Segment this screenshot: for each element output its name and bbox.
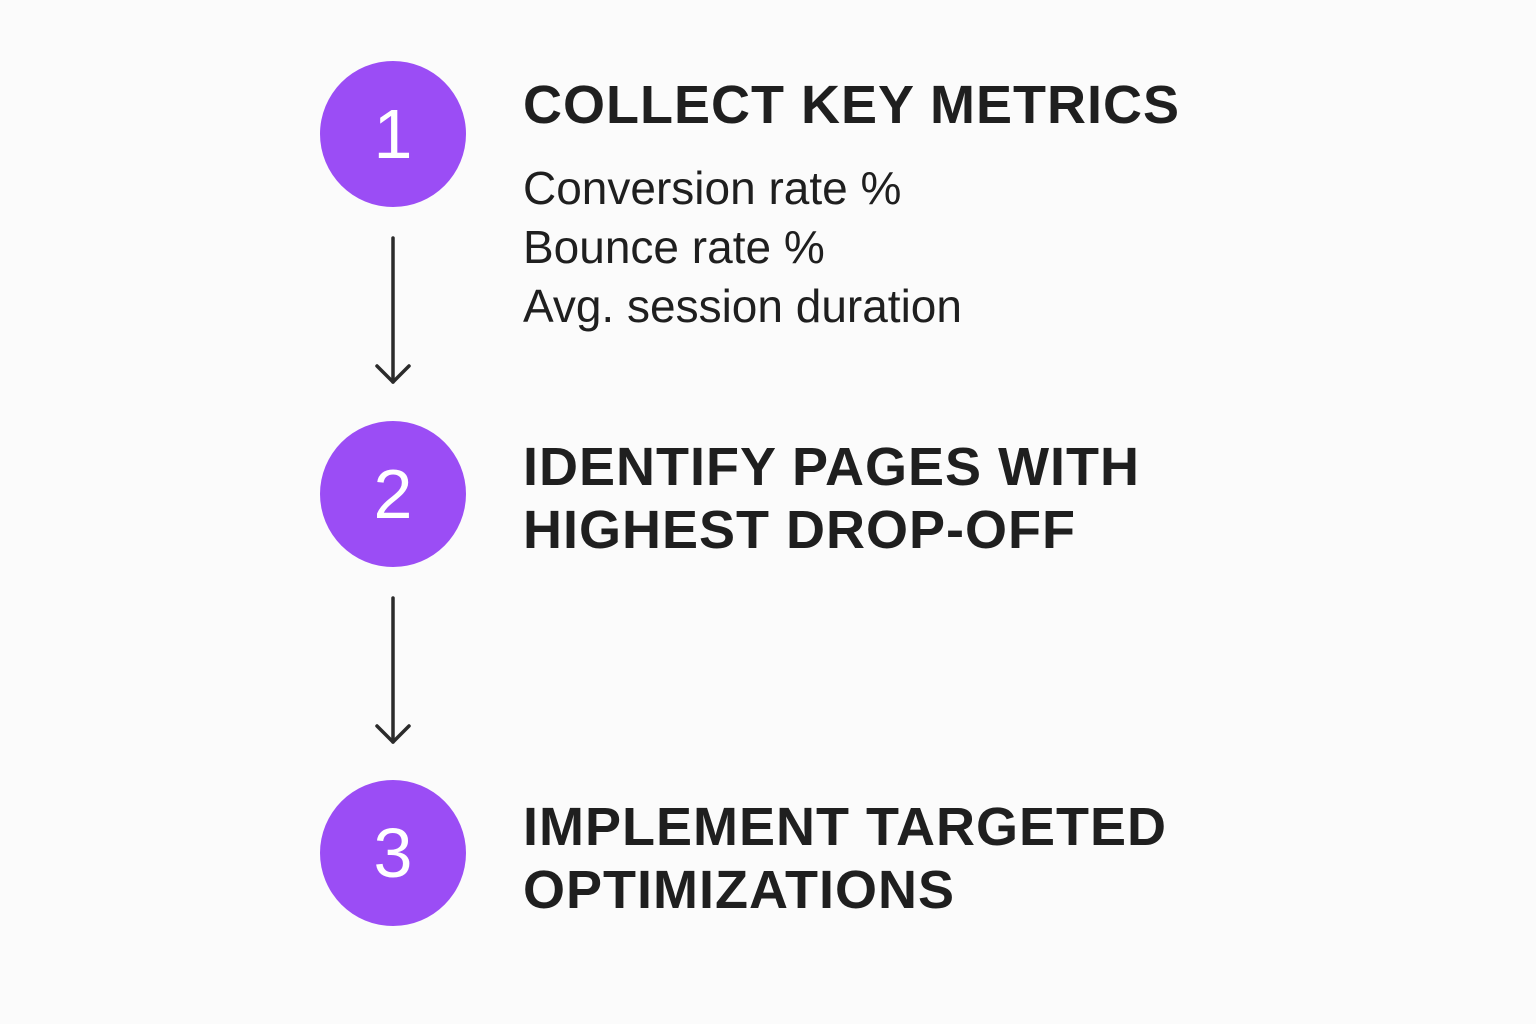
metric-item-bounce-rate: Bounce rate % xyxy=(523,221,825,273)
step-2-title: IDENTIFY PAGES WITH HIGHEST DROP-OFF xyxy=(523,436,1140,562)
step-2-title-line-1: IDENTIFY PAGES WITH xyxy=(523,437,1141,497)
step-3-title-line-1: IMPLEMENT TARGETED xyxy=(523,797,1167,857)
step-2-number-circle: 2 xyxy=(320,421,466,567)
step-2-number: 2 xyxy=(373,455,413,533)
step-3-number: 3 xyxy=(373,814,413,892)
step-1-metrics-list: Conversion rate % Bounce rate % Avg. ses… xyxy=(523,159,962,336)
step-3-number-circle: 3 xyxy=(320,780,466,926)
step-1-title: COLLECT KEY METRICS xyxy=(523,74,1180,137)
step-3-title: IMPLEMENT TARGETED OPTIMIZATIONS xyxy=(523,796,1167,922)
step-1-number: 1 xyxy=(373,95,413,173)
down-arrow-icon xyxy=(375,236,411,384)
down-arrow-icon xyxy=(375,596,411,744)
metric-item-conversion-rate: Conversion rate % xyxy=(523,162,902,214)
step-3-title-line-2: OPTIMIZATIONS xyxy=(523,860,955,920)
step-2-title-line-2: HIGHEST DROP-OFF xyxy=(523,500,1076,560)
metric-item-session-duration: Avg. session duration xyxy=(523,280,962,332)
step-1-number-circle: 1 xyxy=(320,61,466,207)
step-1-title-line-1: COLLECT KEY METRICS xyxy=(523,75,1181,135)
